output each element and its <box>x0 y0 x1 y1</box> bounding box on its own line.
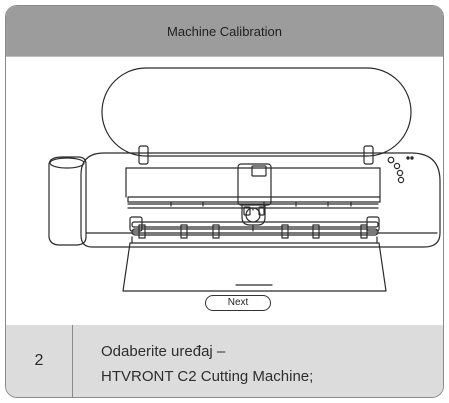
step-number: 2 <box>6 325 73 397</box>
page-title: Machine Calibration <box>167 23 282 39</box>
step-line-2: HTVRONT C2 Cutting Machine; <box>101 368 314 385</box>
divider <box>6 56 443 57</box>
calibration-card: Machine Calibration <box>5 5 444 398</box>
next-button[interactable]: Next <box>205 295 271 311</box>
step-footer: 2 Odaberite uređaj – HTVRONT C2 Cutting … <box>6 325 443 397</box>
step-instructions: Odaberite uređaj – HTVRONT C2 Cutting Ma… <box>101 339 313 389</box>
step-line-1: Odaberite uređaj – <box>101 343 226 360</box>
title-bar: Machine Calibration <box>6 6 443 56</box>
cutting-machine-icon <box>48 67 441 292</box>
